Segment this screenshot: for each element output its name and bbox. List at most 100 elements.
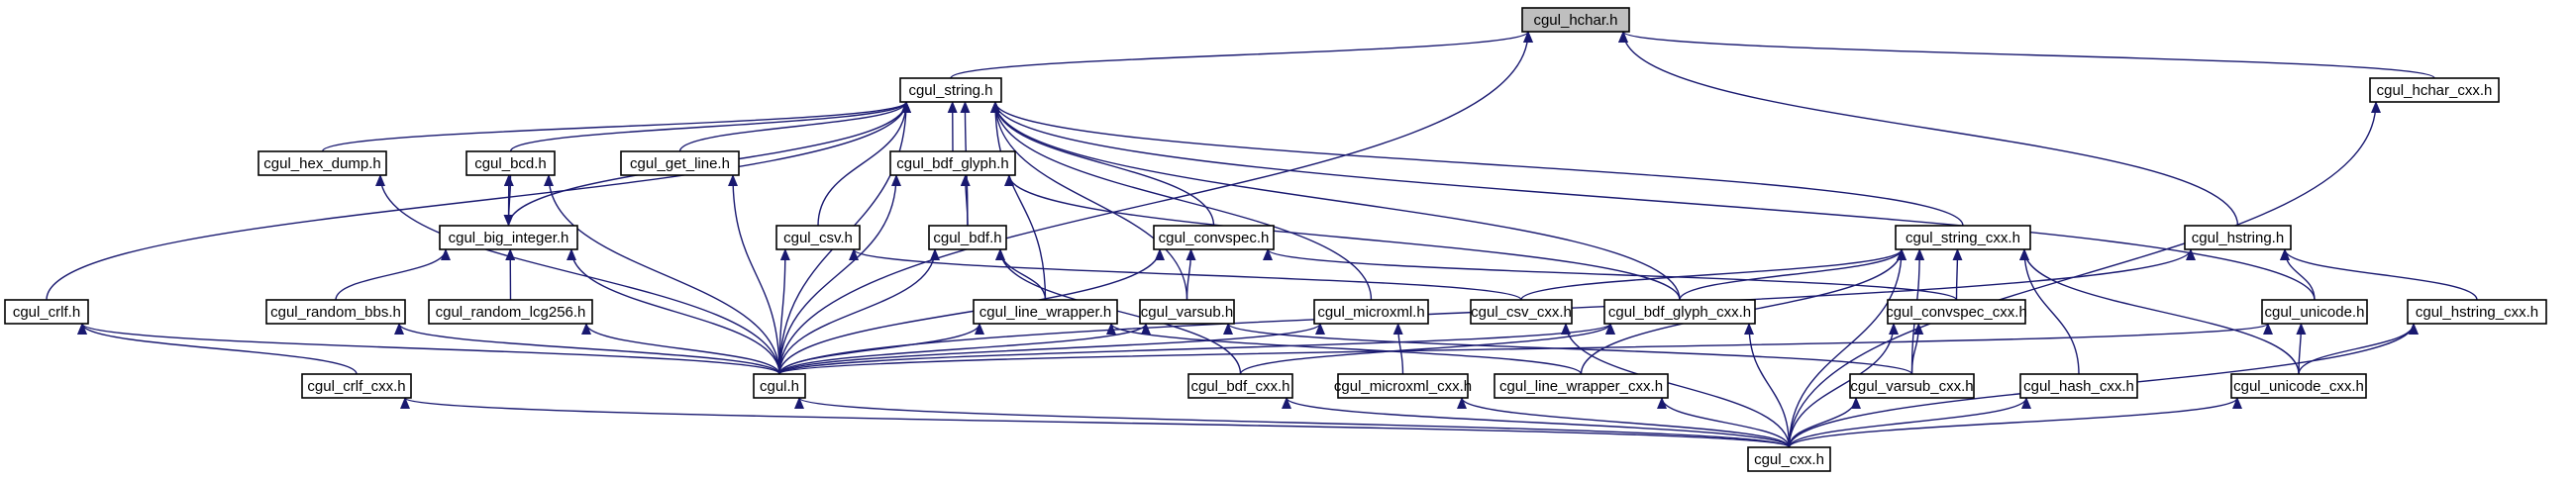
dependency-edge bbox=[567, 248, 780, 375]
dependency-edge bbox=[778, 323, 1151, 375]
dependency-edge bbox=[2296, 323, 2307, 375]
dependency-edge bbox=[1520, 248, 1906, 301]
dependency-edge bbox=[794, 397, 1791, 448]
node-label: cgul_bdf_glyph.h bbox=[896, 155, 1008, 172]
dependency-edge bbox=[1106, 323, 1583, 375]
node-string[interactable]: cgul_string.h bbox=[899, 77, 1002, 103]
node-get-line[interactable]: cgul_get_line.h bbox=[620, 150, 740, 176]
dependency-edge bbox=[990, 101, 1215, 227]
node-bcd[interactable]: cgul_bcd.h bbox=[465, 150, 556, 176]
dependency-edge bbox=[1392, 323, 1404, 375]
dependency-edge bbox=[2019, 248, 2080, 375]
dependency-edge bbox=[849, 248, 1522, 301]
dependency-edge bbox=[1618, 31, 2435, 79]
dependency-edge bbox=[1788, 397, 2242, 448]
node-csv-cxx[interactable]: cgul_csv_cxx.h bbox=[1470, 299, 1573, 325]
dependency-edge bbox=[394, 323, 780, 375]
node-unicode[interactable]: cgul_unicode.h bbox=[2261, 299, 2368, 325]
node-label: cgul_unicode.h bbox=[2265, 304, 2365, 321]
node-big-integer[interactable]: cgul_big_integer.h bbox=[439, 225, 578, 250]
node-label: cgul_crlf_cxx.h bbox=[307, 378, 405, 395]
node-convspec-cxx[interactable]: cgul_convspec_cxx.h bbox=[1886, 299, 2027, 325]
node-bdf-glyph[interactable]: cgul_bdf_glyph.h bbox=[889, 150, 1016, 176]
dependency-edge bbox=[1910, 323, 1924, 375]
node-random-lcg256[interactable]: cgul_random_lcg256.h bbox=[428, 299, 593, 325]
dependency-edge bbox=[1282, 397, 1791, 448]
node-label: cgul_varsub_cxx.h bbox=[1850, 378, 1973, 395]
dependency-edge bbox=[2298, 323, 2419, 375]
dependency-edge bbox=[1457, 397, 1791, 448]
node-microxml[interactable]: cgul_microxml.h bbox=[1313, 299, 1429, 325]
dependency-edge bbox=[321, 101, 911, 152]
dependency-edge bbox=[509, 101, 911, 152]
node-convspec[interactable]: cgul_convspec.h bbox=[1153, 225, 1275, 250]
node-bdf-cxx[interactable]: cgul_bdf_cxx.h bbox=[1187, 373, 1293, 399]
node-label: cgul_bcd.h bbox=[474, 155, 547, 172]
node-csv[interactable]: cgul_csv.h bbox=[775, 225, 861, 250]
dependency-edge bbox=[990, 101, 1188, 301]
dependency-edge bbox=[1223, 323, 1913, 375]
dependency-edge bbox=[990, 101, 1964, 227]
node-label: cgul_hex_dump.h bbox=[263, 155, 380, 172]
node-label: cgul_line_wrapper_cxx.h bbox=[1499, 378, 1663, 395]
node-line-wrapper-cxx[interactable]: cgul_line_wrapper_cxx.h bbox=[1494, 373, 1669, 399]
node-microxml-cxx[interactable]: cgul_microxml_cxx.h bbox=[1334, 373, 1472, 399]
dependency-edge bbox=[778, 323, 1325, 375]
edge-layer bbox=[46, 31, 2478, 448]
node-hstring-cxx[interactable]: cgul_hstring_cxx.h bbox=[2407, 299, 2547, 325]
node-layer: cgul_hchar.h cgul_string.h cgul_hchar_cx… bbox=[4, 7, 2547, 472]
node-line-wrapper[interactable]: cgul_line_wrapper.h bbox=[973, 299, 1118, 325]
node-label: cgul_hstring_cxx.h bbox=[2416, 304, 2538, 321]
node-unicode-cxx[interactable]: cgul_unicode_cxx.h bbox=[2230, 373, 2367, 399]
dependency-edge bbox=[335, 248, 451, 301]
node-label: cgul_convspec.h bbox=[1159, 230, 1270, 246]
dependency-edge bbox=[1004, 174, 1681, 301]
node-crlf-cxx[interactable]: cgul_crlf_cxx.h bbox=[301, 373, 412, 399]
dependency-edge bbox=[77, 323, 780, 375]
dependency-edge bbox=[1561, 323, 1791, 448]
node-crlf[interactable]: cgul_crlf.h bbox=[4, 299, 89, 325]
node-cxx[interactable]: cgul_cxx.h bbox=[1747, 446, 1831, 472]
node-hex-dump[interactable]: cgul_hex_dump.h bbox=[258, 150, 387, 176]
node-varsub-cxx[interactable]: cgul_varsub_cxx.h bbox=[1849, 373, 1975, 399]
dependency-edge bbox=[1679, 248, 1906, 301]
node-bdf[interactable]: cgul_bdf.h bbox=[928, 225, 1007, 250]
node-label: cgul_varsub.h bbox=[1141, 304, 1233, 321]
dependency-edge bbox=[1239, 323, 1615, 375]
node-hash-cxx[interactable]: cgul_hash_cxx.h bbox=[2019, 373, 2138, 399]
dependency-edge bbox=[1788, 101, 2381, 448]
dependency-edge bbox=[960, 174, 971, 227]
dependency-edge bbox=[77, 323, 358, 375]
node-label: cgul_hstring.h bbox=[2192, 230, 2284, 246]
dependency-edge bbox=[990, 101, 1681, 301]
dependency-edge bbox=[503, 174, 514, 227]
dependency-edge bbox=[46, 101, 911, 301]
node-label: cgul_random_lcg256.h bbox=[436, 304, 586, 321]
node-hchar-cxx[interactable]: cgul_hchar_cxx.h bbox=[2369, 77, 2500, 103]
node-label: cgul_convspec_cxx.h bbox=[1886, 304, 2027, 321]
node-label: cgul_unicode_cxx.h bbox=[2233, 378, 2364, 395]
dependency-edge bbox=[1657, 397, 1791, 448]
dependency-edge bbox=[778, 248, 940, 375]
node-bdf-glyph-cxx[interactable]: cgul_bdf_glyph_cxx.h bbox=[1603, 299, 1756, 325]
node-label: cgul_line_wrapper.h bbox=[979, 304, 1111, 321]
node-hchar[interactable]: cgul_hchar.h bbox=[1521, 7, 1630, 33]
dependency-edge bbox=[778, 248, 790, 375]
node-label: cgul_microxml_cxx.h bbox=[1334, 378, 1472, 395]
dependency-edge bbox=[990, 101, 1373, 301]
node-string-cxx[interactable]: cgul_string_cxx.h bbox=[1895, 225, 2031, 250]
node-label: cgul_string_cxx.h bbox=[1906, 230, 2020, 246]
dependency-edge bbox=[728, 174, 780, 375]
dependency-edge bbox=[678, 101, 911, 152]
dependency-edge bbox=[950, 31, 1533, 79]
node-random-bbs[interactable]: cgul_random_bbs.h bbox=[265, 299, 406, 325]
dependency-edge bbox=[1952, 248, 1963, 301]
node-hstring[interactable]: cgul_hstring.h bbox=[2184, 225, 2292, 250]
dependency-edge bbox=[1618, 31, 2239, 227]
node-label: cgul_bdf_cxx.h bbox=[1190, 378, 1289, 395]
node-label: cgul_crlf.h bbox=[13, 304, 80, 321]
node-varsub[interactable]: cgul_varsub.h bbox=[1139, 299, 1235, 325]
node-cgul[interactable]: cgul.h bbox=[753, 373, 806, 399]
dependency-edge bbox=[2019, 248, 2300, 375]
